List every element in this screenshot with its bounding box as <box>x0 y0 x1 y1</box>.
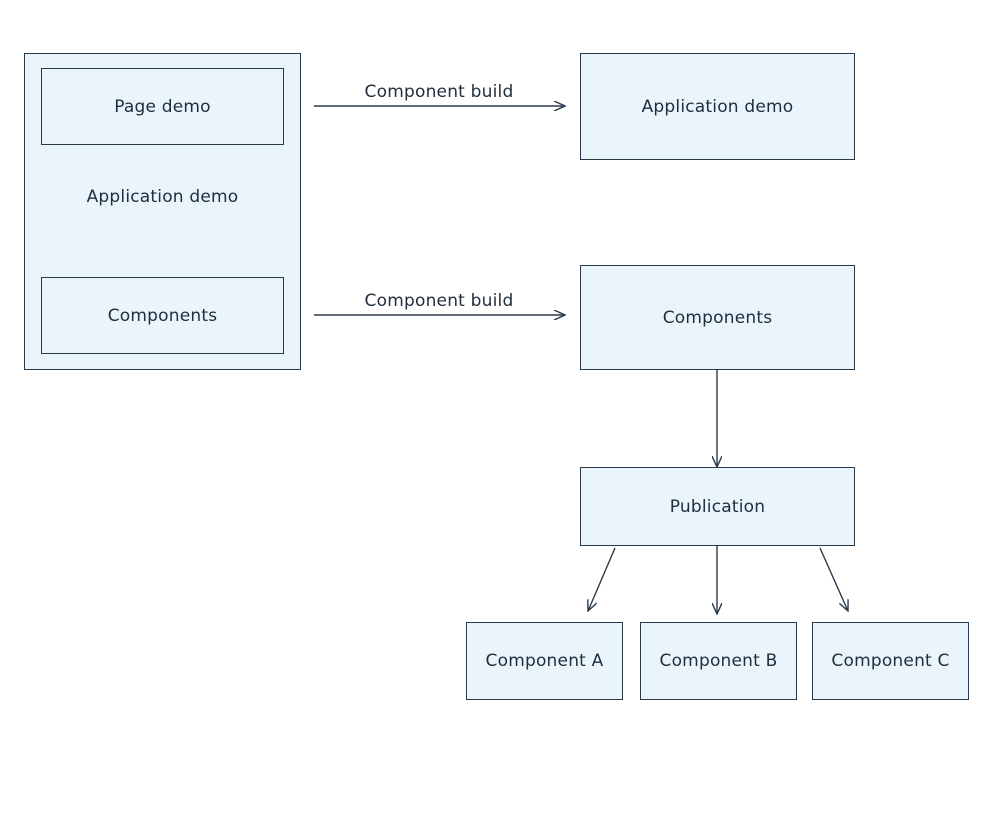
arrow-publication-to-component-a <box>588 547 616 611</box>
component-a-box: Component A <box>466 622 623 700</box>
component-b-box: Component B <box>640 622 797 700</box>
component-c-label: Component C <box>831 651 950 671</box>
page-demo-label: Page demo <box>114 96 211 117</box>
component-c-box: Component C <box>812 622 969 700</box>
source-components-box: Components <box>41 277 284 354</box>
page-demo-box: Page demo <box>41 68 284 145</box>
target-components-label: Components <box>662 307 773 328</box>
target-application-demo-label: Application demo <box>641 96 794 117</box>
edge-label-component-build-components: Component build <box>364 291 514 311</box>
component-b-label: Component B <box>659 651 778 671</box>
source-application-demo-label: Application demo <box>86 187 239 207</box>
edge-label-component-build-app: Component build <box>364 82 514 102</box>
publication-box: Publication <box>580 467 855 546</box>
target-application-demo-box: Application demo <box>580 53 855 160</box>
arrow-publication-to-component-c <box>819 547 848 611</box>
publication-label: Publication <box>669 496 766 517</box>
target-components-box: Components <box>580 265 855 370</box>
component-a-label: Component A <box>485 651 604 671</box>
source-components-label: Components <box>107 305 218 326</box>
